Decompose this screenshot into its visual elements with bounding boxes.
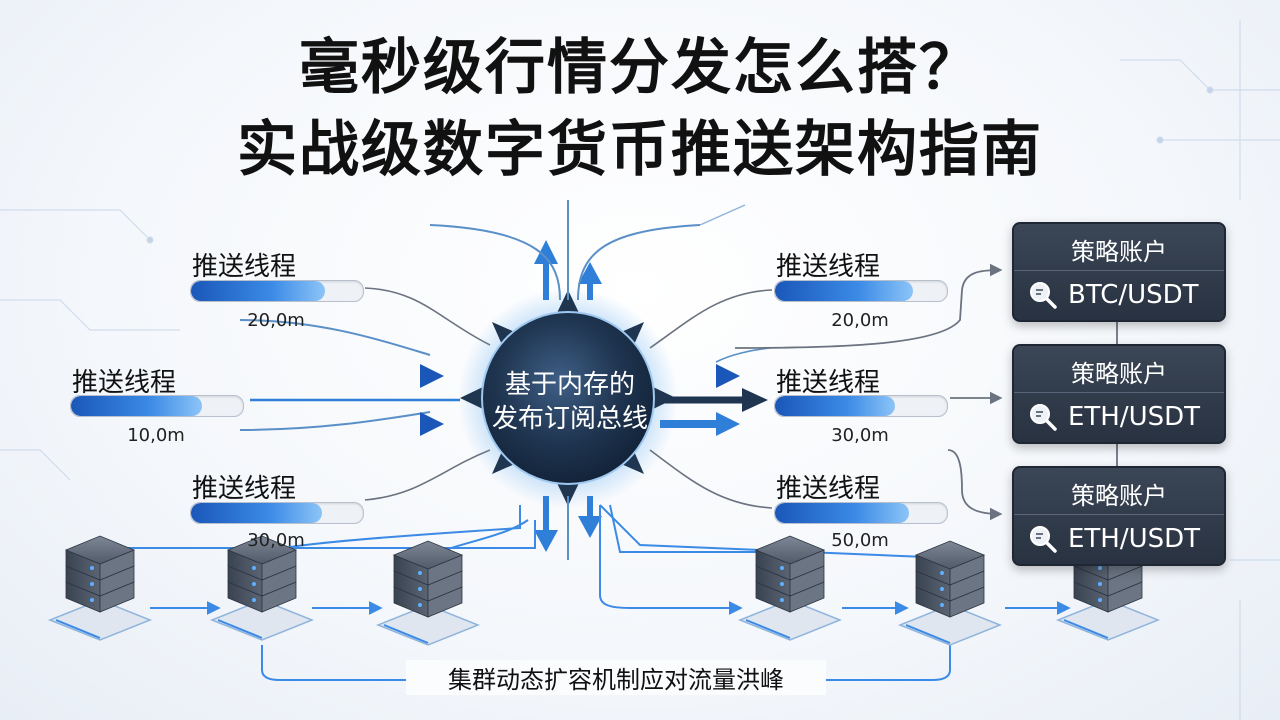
strategy-account-2-pair: ETH/USDT bbox=[1068, 402, 1201, 432]
right-thread-3-latency: 50,0m bbox=[831, 530, 889, 551]
server-1 bbox=[47, 535, 153, 641]
search-icon bbox=[1030, 526, 1057, 553]
server-cluster bbox=[47, 535, 1161, 646]
right-thread-2-fill bbox=[775, 396, 896, 416]
search-icon bbox=[1030, 404, 1057, 431]
cluster-caption: 集群动态扩容机制应对流量洪峰 bbox=[406, 660, 826, 695]
left-thread-2-label: 推送线程 bbox=[72, 368, 177, 398]
right-thread-3-bar bbox=[774, 502, 948, 524]
strategy-account-2-title: 策略账户 bbox=[1071, 360, 1167, 388]
search-icon bbox=[1030, 282, 1057, 309]
left-thread-2-bar bbox=[70, 395, 244, 417]
right-outflow-arrows bbox=[660, 364, 768, 436]
strategy-account-3: 策略账户 ETH/USDT bbox=[1012, 466, 1226, 566]
strategy-account-3-title: 策略账户 bbox=[1071, 482, 1167, 510]
strategy-account-1-pair: BTC/USDT bbox=[1068, 280, 1199, 310]
hub-label-line-1: 基于内存的 bbox=[504, 370, 635, 400]
strategy-account-2: 策略账户 ETH/USDT bbox=[1012, 344, 1226, 444]
hub-body bbox=[481, 311, 655, 485]
right-thread-2-label: 推送线程 bbox=[776, 368, 881, 398]
hub-top-arrows bbox=[429, 200, 746, 301]
strategy-account-3-divider bbox=[1014, 514, 1224, 515]
right-thread-3-fill bbox=[775, 503, 910, 523]
left-thread-3-label: 推送线程 bbox=[192, 474, 297, 504]
right-thread-1-bar bbox=[774, 280, 948, 302]
strategy-account-2-divider bbox=[1014, 392, 1224, 393]
right-thread-1-latency: 20,0m bbox=[831, 310, 889, 331]
left-thread-3-bar bbox=[190, 502, 364, 524]
strategy-account-1-row: BTC/USDT bbox=[1028, 276, 1199, 314]
server-4 bbox=[737, 535, 843, 641]
left-thread-1-bar bbox=[190, 280, 364, 302]
left-thread-3-fill bbox=[191, 503, 322, 523]
account-connectors bbox=[734, 263, 1118, 521]
strategy-account-1-divider bbox=[1014, 270, 1224, 271]
right-thread-1-fill bbox=[775, 281, 913, 301]
strategy-account-3-row: ETH/USDT bbox=[1028, 520, 1200, 558]
strategy-account-3-pair: ETH/USDT bbox=[1068, 524, 1201, 554]
left-thread-2-fill bbox=[71, 396, 202, 416]
left-thread-1-fill bbox=[191, 281, 326, 301]
background-circuit bbox=[0, 20, 1280, 720]
left-thread-1-label: 推送线程 bbox=[192, 252, 297, 282]
server-5 bbox=[897, 540, 1003, 646]
hub-bottom-arrows bbox=[534, 496, 602, 560]
strategy-account-1: 策略账户 BTC/USDT bbox=[1012, 222, 1226, 322]
hub-label-line-2: 发布订阅总线 bbox=[491, 404, 648, 434]
hub-spikes bbox=[460, 290, 676, 506]
right-thread-3-label: 推送线程 bbox=[776, 474, 881, 504]
right-thread-2-bar bbox=[774, 395, 948, 417]
left-thread-1-latency: 20,0m bbox=[247, 310, 305, 331]
right-thread-1-label: 推送线程 bbox=[776, 252, 881, 282]
left-inflow-arrows bbox=[330, 364, 444, 436]
caption-connectors bbox=[261, 645, 951, 681]
title-line-1: 毫秒级行情分发怎么搭？ bbox=[299, 33, 981, 103]
left-thread-2-latency: 10,0m bbox=[127, 425, 185, 446]
server-2 bbox=[209, 535, 315, 641]
strategy-account-1-title: 策略账户 bbox=[1071, 238, 1167, 266]
strategy-account-2-row: ETH/USDT bbox=[1028, 398, 1200, 436]
title-line-2: 实战级数字货币推送架构指南 bbox=[237, 115, 1043, 185]
server-3 bbox=[375, 540, 481, 646]
left-thread-3-latency: 30,0m bbox=[247, 530, 305, 551]
right-thread-2-latency: 30,0m bbox=[831, 425, 889, 446]
hub-label: 基于内存的 发布订阅总线 bbox=[480, 368, 660, 436]
